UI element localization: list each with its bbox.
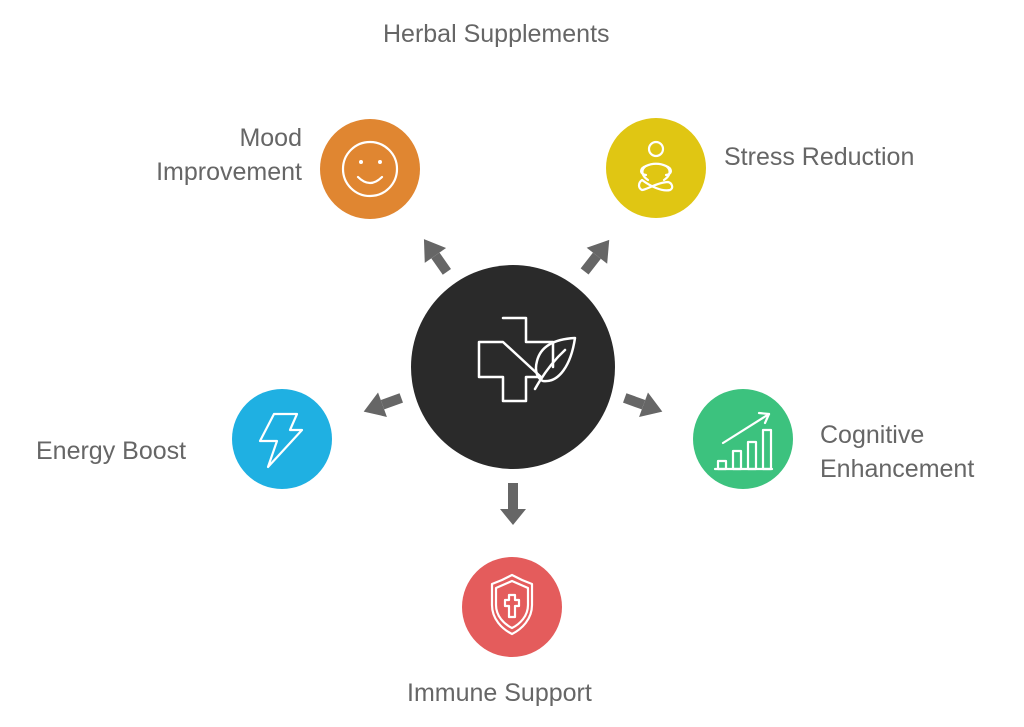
arrow-to-cognitive: [623, 392, 663, 417]
label-cognitive-enhancement: Cognitive Enhancement: [820, 418, 974, 486]
label-energy-boost: Energy Boost: [36, 437, 187, 465]
meditation-icon: [637, 140, 674, 192]
node-immune-support: [462, 557, 562, 657]
smiley-face-icon: [341, 140, 399, 198]
node-cognitive-enhancement: [693, 389, 793, 489]
center-node: [411, 265, 615, 469]
node-stress-reduction: [606, 118, 706, 218]
label-mood-improvement: Mood Improvement: [120, 121, 302, 189]
label-line: Cognitive: [820, 421, 925, 449]
arrow-to-energy: [363, 392, 403, 417]
label-stress-reduction: Stress Reduction: [724, 143, 915, 171]
growth-chart-icon: [713, 411, 774, 471]
label-immune-support: Immune Support: [407, 679, 592, 707]
arrow-to-mood: [423, 239, 451, 275]
lightning-bolt-icon: [258, 412, 304, 469]
diagram-title: Herbal Supplements: [383, 20, 610, 48]
label-line: Enhancement: [820, 455, 975, 483]
node-energy-boost: [232, 389, 332, 489]
medical-cross-leaf-icon: [477, 316, 577, 403]
arrow-to-immune: [500, 483, 526, 525]
node-mood-improvement: [320, 119, 420, 219]
shield-cross-icon: [490, 573, 534, 636]
label-line: Mood: [239, 124, 302, 152]
arrow-to-stress: [580, 239, 610, 275]
label-line: Improvement: [156, 158, 302, 186]
